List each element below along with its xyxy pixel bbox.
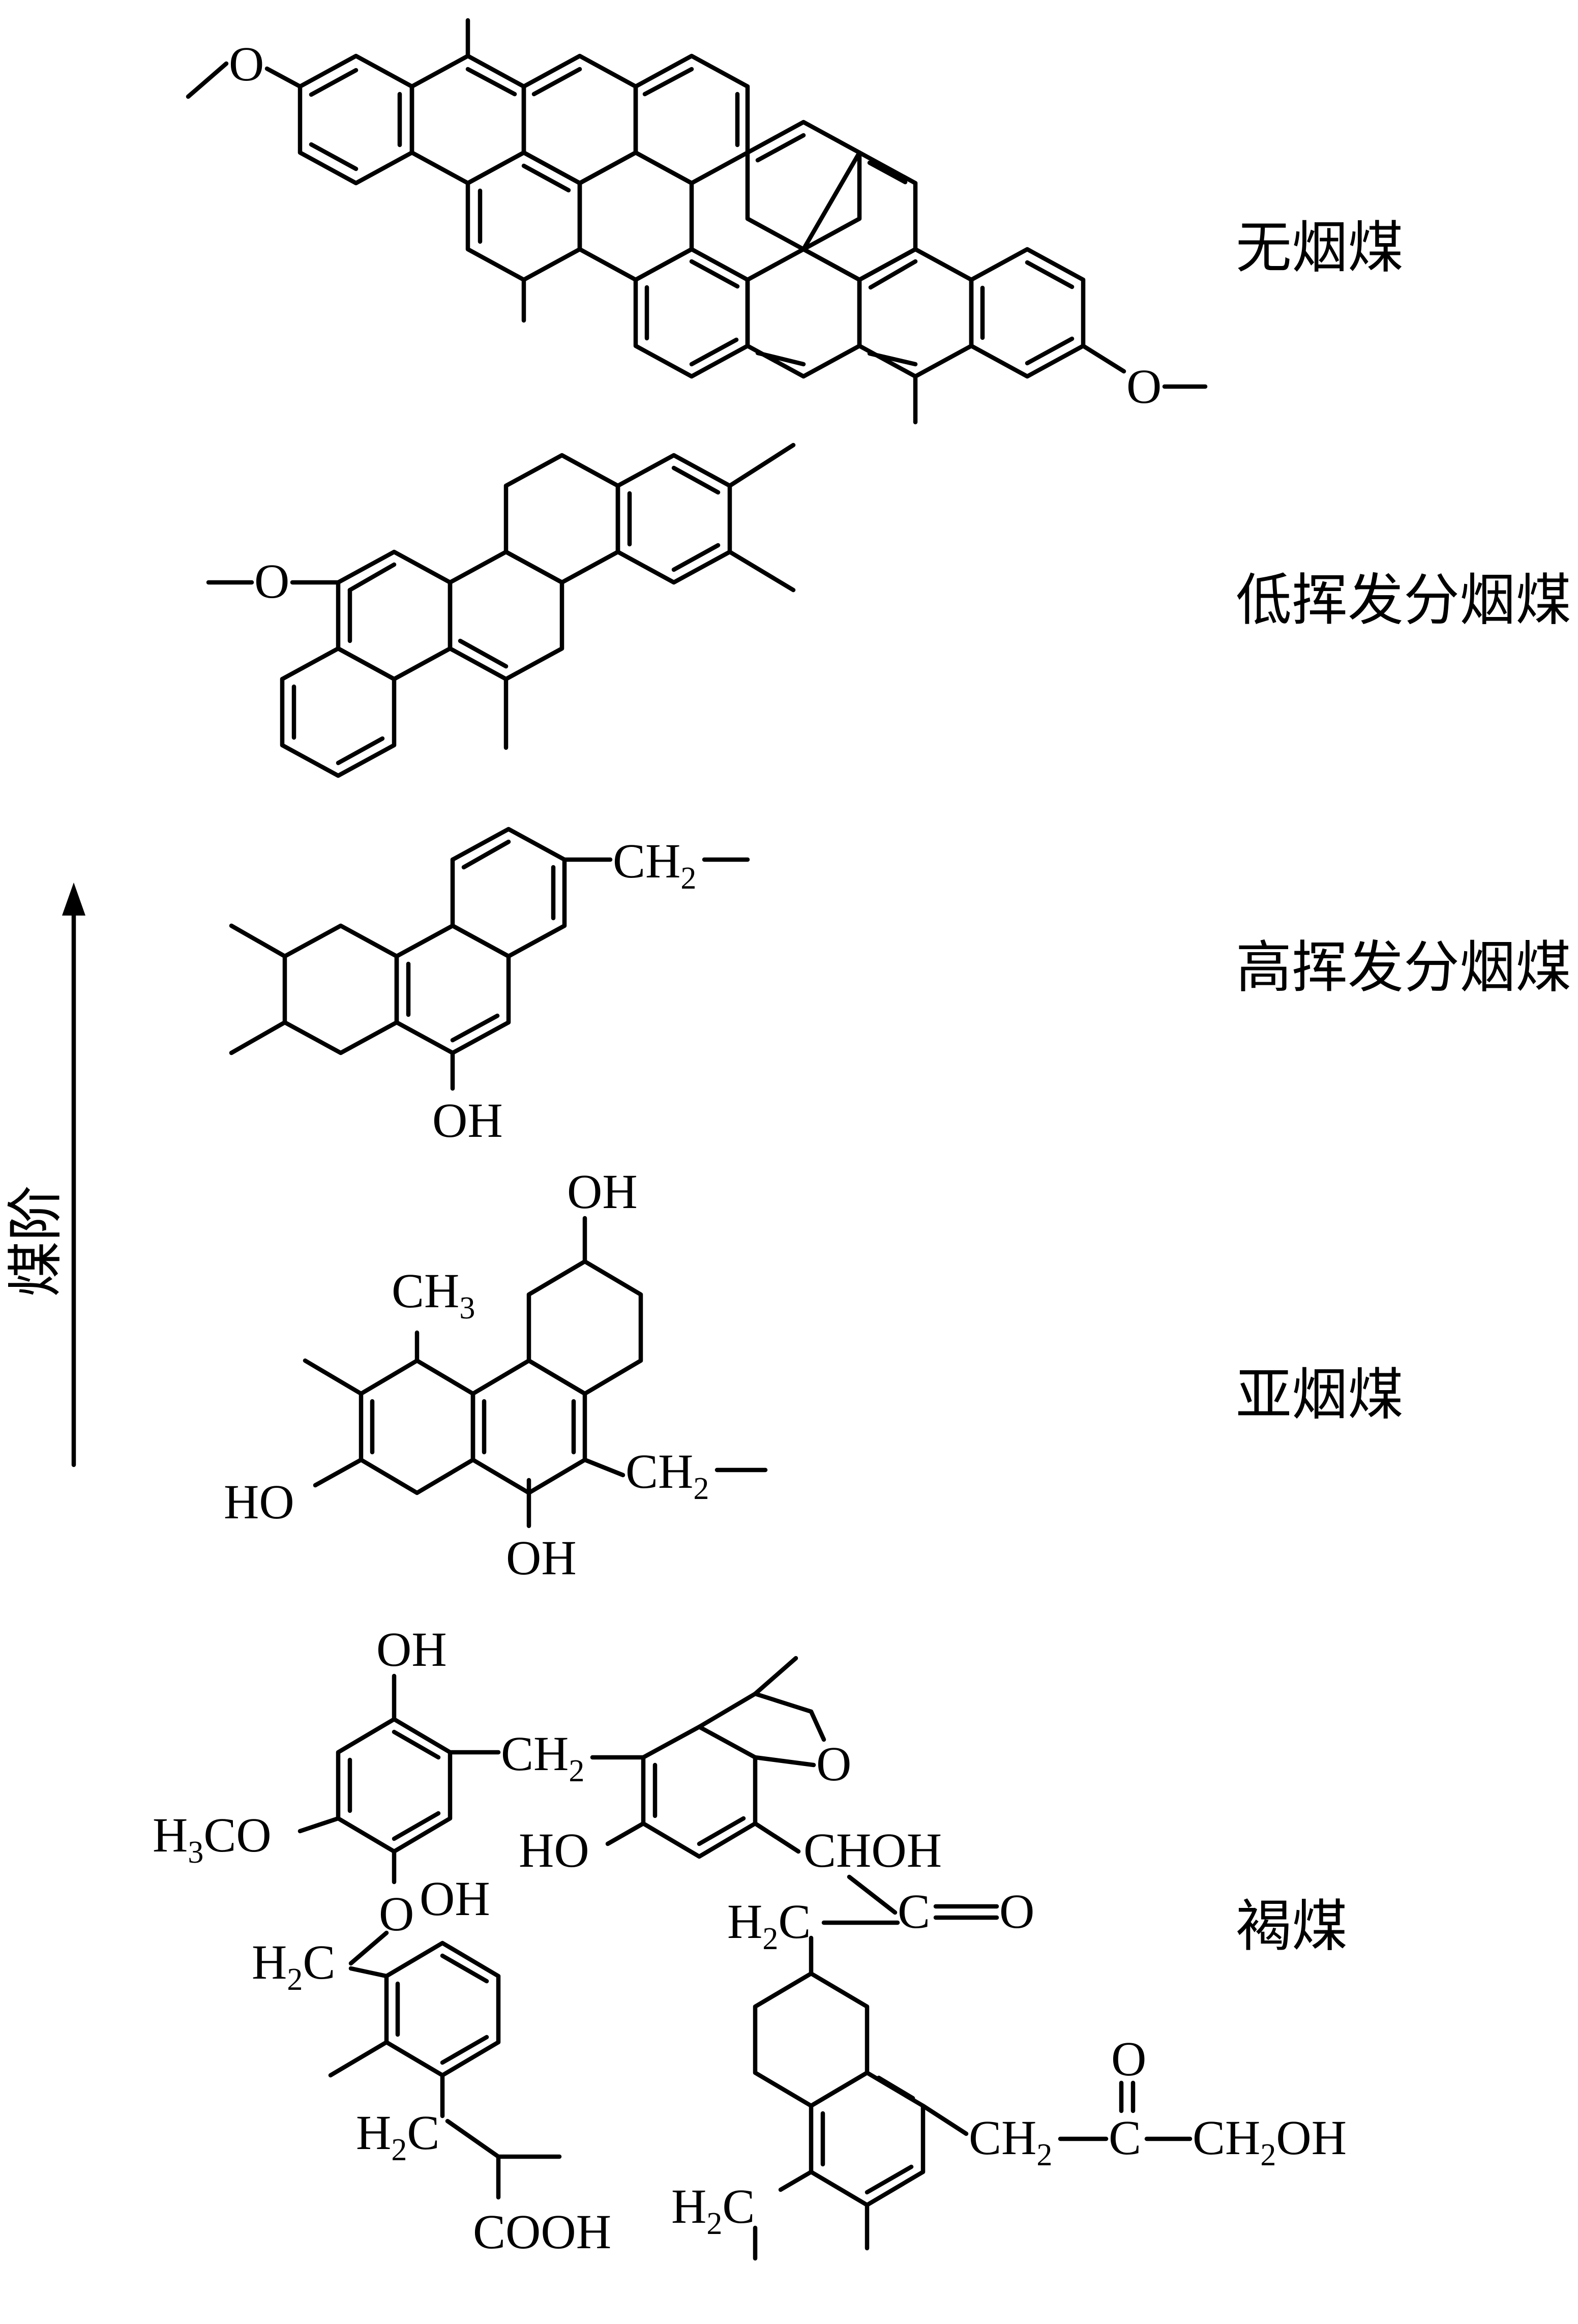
atom-oh-top-sub: OH [567, 1164, 638, 1219]
atom-o-keto-lig: O [1111, 2032, 1146, 2086]
atom-ho-lig: HO [519, 1823, 589, 1877]
atom-ch2oh-lig: CH2OH [1193, 2110, 1347, 2172]
atom-ho-sub: HO [224, 1475, 294, 1529]
atom-oh-lig-1: OH [376, 1622, 447, 1676]
atom-o-carbonyl-lig: O [999, 1884, 1034, 1938]
atom-h2c-lig-1: H2C [252, 1935, 335, 1997]
atom-c-keto-lig: C [1109, 2110, 1141, 2165]
atom-o-low-vol: O [254, 554, 289, 608]
rank-label-lignite: 褐煤 [1236, 1894, 1348, 1959]
rank-label-high-volatile-bituminous: 高挥发分烟煤 [1236, 935, 1571, 1000]
atom-h2c-lig-4: H2C [671, 2179, 755, 2241]
atom-h3co-lig: H3CO [153, 1808, 272, 1870]
structure-lignite: OH CH2 H3CO O OH H2C H2C COOH [153, 1622, 1347, 2261]
atom-h2c-lig-3: H2C [727, 1894, 811, 1956]
structure-low-volatile-bituminous: O [206, 443, 796, 778]
rank-axis-label: 煤阶 [3, 1185, 68, 1297]
rank-axis: 煤阶 [3, 882, 85, 1467]
atom-methoxy-o-left: O [229, 37, 264, 91]
atom-cooh-lig: COOH [473, 2204, 611, 2259]
rank-label-low-volatile-bituminous: 低挥发分烟煤 [1236, 568, 1571, 633]
atom-ch2-high-vol: CH2 [613, 834, 696, 896]
rank-labels: 无烟煤 低挥发分烟煤 高挥发分烟煤 亚烟煤 褐煤 [1236, 215, 1571, 1959]
rank-arrow-head [62, 882, 85, 916]
atom-chohs-lig: CHOH [803, 1823, 942, 1877]
atom-o-furan-lig: O [816, 1737, 851, 1791]
rank-label-anthracite: 无烟煤 [1236, 215, 1404, 280]
atom-ch3-sub: CH3 [392, 1263, 475, 1326]
rank-label-subbituminous: 亚烟煤 [1236, 1362, 1404, 1427]
atom-oh-lig-2: OH [420, 1871, 490, 1926]
atom-oh-high-vol: OH [432, 1093, 503, 1148]
atom-ch2-lig-bridge: CH2 [501, 1726, 584, 1788]
atom-h2c-lig-2: H2C [356, 2105, 439, 2167]
atom-methoxy-o-right: O [1126, 359, 1162, 414]
atom-c-carbonyl-lig: C [898, 1884, 930, 1938]
structure-high-volatile-bituminous: OH CH2 [229, 827, 750, 1148]
structure-subbituminous: OH CH3 HO OH CH2 [224, 1164, 768, 1585]
atom-ch2-lig-chain: CH2 [969, 2110, 1052, 2172]
structure-anthracite: O O [186, 18, 1208, 425]
atom-oh-bottom-sub: OH [506, 1531, 577, 1585]
atom-ch2-sub: CH2 [626, 1444, 709, 1506]
